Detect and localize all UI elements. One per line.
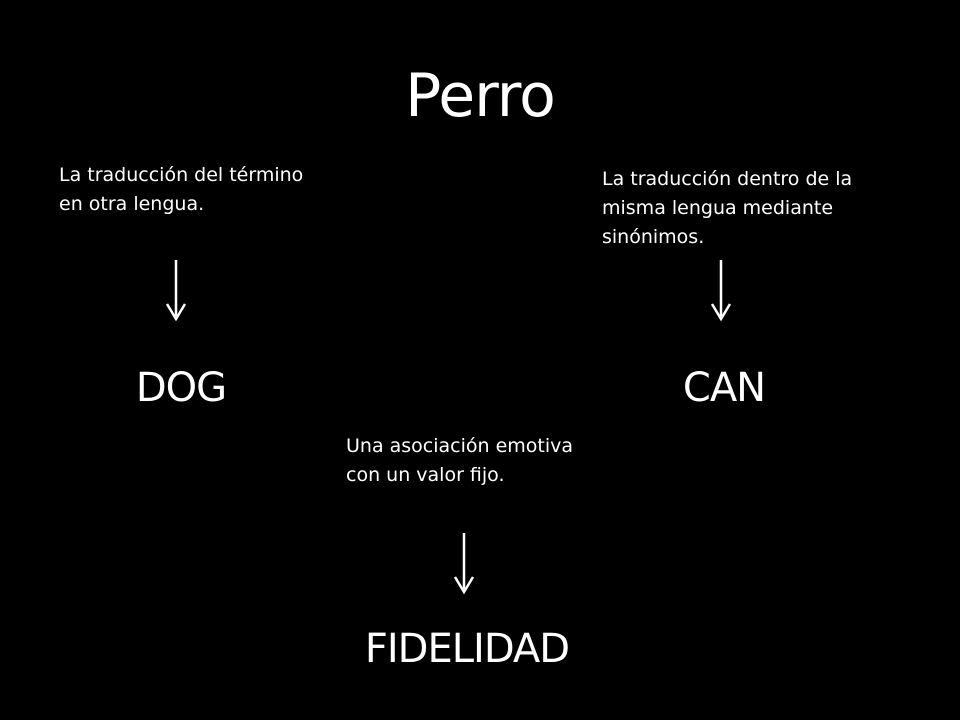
down-arrow-icon	[165, 260, 187, 322]
slide-title: Perro	[405, 61, 556, 131]
note-emotive-association: Una asociación emotiva con un valor fijo…	[346, 435, 574, 486]
word-fidelidad: FIDELIDAD	[364, 626, 570, 672]
down-arrow-icon	[710, 260, 732, 322]
note-interlingual-translation: La traducción del término en otra lengua…	[59, 164, 304, 215]
word-can: CAN	[682, 365, 766, 411]
note-intralingual-translation: La traducción dentro de la misma lengua …	[602, 168, 853, 248]
down-arrow-icon	[453, 533, 475, 595]
word-dog: DOG	[135, 365, 227, 411]
